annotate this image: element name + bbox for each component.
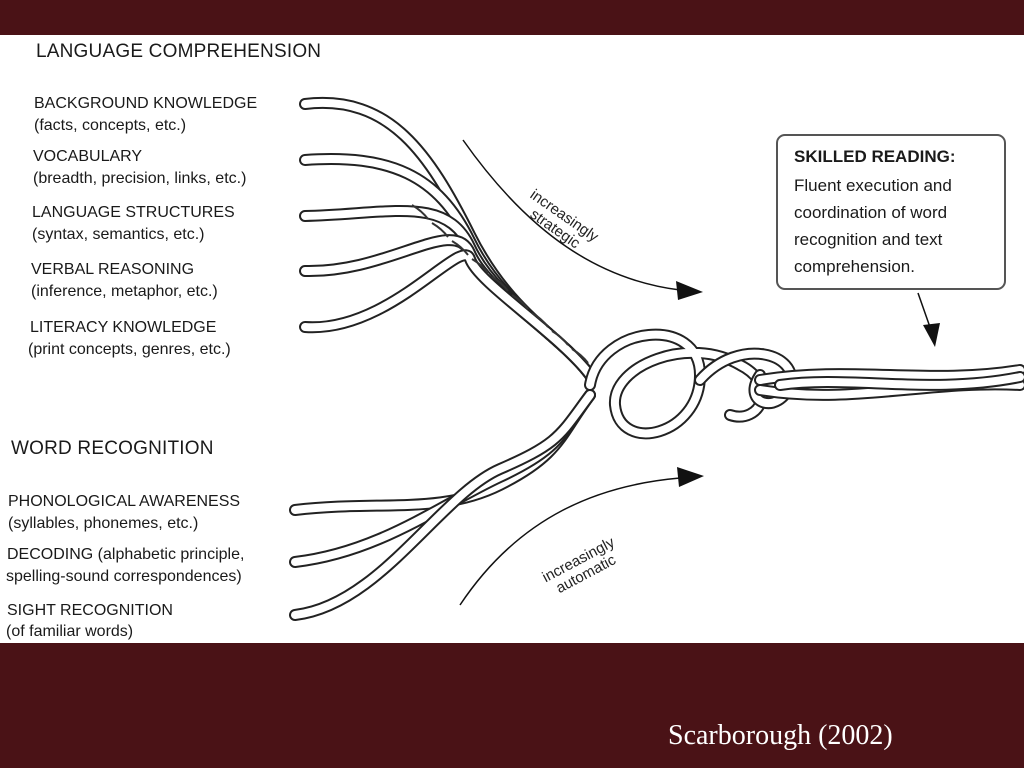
rope-twist-mark (451, 240, 469, 256)
citation: Scarborough (2002) (668, 720, 893, 751)
direction-arrows (459, 139, 940, 606)
strand-label-language-structures: LANGUAGE STRUCTURES (32, 204, 235, 221)
recognition-strand-2 (291, 391, 594, 566)
language-comprehension-strands (299, 96, 596, 381)
recognition-strand-2-outline (289, 389, 596, 568)
skilled-reading-line: coordination of word (794, 203, 948, 222)
strand-detail-vocabulary: (breadth, precision, links, etc.) (33, 170, 247, 187)
strand-label-decoding: DECODING (alphabetic principle, (7, 546, 245, 563)
language-comprehension-heading: LANGUAGE COMPREHENSION (36, 41, 322, 62)
skilled-reading-line: Fluent execution and (794, 176, 952, 195)
rope-twist-mark (491, 276, 509, 292)
strand-label-sight-recognition: SIGHT RECOGNITION (7, 602, 173, 619)
strand-detail-background-knowledge: (facts, concepts, etc.) (34, 117, 187, 134)
rope-twist-mark (551, 330, 569, 346)
strand-detail-language-structures: (syntax, semantics, etc.) (32, 226, 205, 243)
diagram-panel: LANGUAGE COMPREHENSION BACKGROUND KNOWLE… (0, 35, 1024, 643)
skilled-reading-line: recognition and text (794, 230, 943, 249)
braided-rope (584, 328, 1024, 440)
upper-direction-arrow-head (676, 281, 703, 300)
rope-twist-mark (571, 348, 589, 364)
rope-twist-mark (511, 294, 529, 310)
reading-rope-diagram (289, 96, 1024, 621)
comprehension-strand-5 (301, 251, 594, 379)
lower-direction-arrow-head (677, 467, 704, 487)
callout-pointer-arrow (917, 292, 932, 331)
rope-braid-middle (776, 373, 1024, 389)
skilled-reading-title: SKILLED READING: (794, 147, 956, 166)
strand-label-literacy-knowledge: LITERACY KNOWLEDGE (30, 319, 217, 336)
strand-detail-verbal-reasoning: (inference, metaphor, etc.) (31, 283, 218, 300)
strand-detail-sight-recognition: (of familiar words) (6, 623, 134, 640)
word-recognition-strands (289, 389, 596, 621)
skilled-reading-callout: SKILLED READING: Fluent execution and co… (776, 134, 1006, 290)
upper-direction-arrow (462, 139, 681, 291)
word-recognition-heading: WORD RECOGNITION (11, 438, 214, 459)
rope-twist-mark (531, 312, 549, 328)
strand-detail-phonological-awareness: (syllables, phonemes, etc.) (8, 515, 199, 532)
skilled-reading-line: comprehension. (794, 257, 915, 276)
strand-detail-decoding: spelling-sound correspondences) (6, 568, 242, 585)
strand-detail-literacy-knowledge: (print concepts, genres, etc.) (28, 341, 231, 358)
rope-twist-mark (431, 222, 449, 238)
strand-label-background-knowledge: BACKGROUND KNOWLEDGE (34, 95, 258, 112)
rope-braid-upper (756, 366, 1024, 384)
lower-direction-arrow (459, 477, 681, 606)
rope-twist-mark (471, 258, 489, 274)
rope-twist-mark (411, 204, 429, 220)
strand-label-verbal-reasoning: VERBAL REASONING (31, 261, 195, 278)
callout-pointer-arrow-head (923, 323, 940, 347)
recognition-strand-3 (291, 391, 594, 619)
strand-label-phonological-awareness: PHONOLOGICAL AWARENESS (8, 493, 241, 510)
strand-label-vocabulary: VOCABULARY (33, 148, 143, 165)
